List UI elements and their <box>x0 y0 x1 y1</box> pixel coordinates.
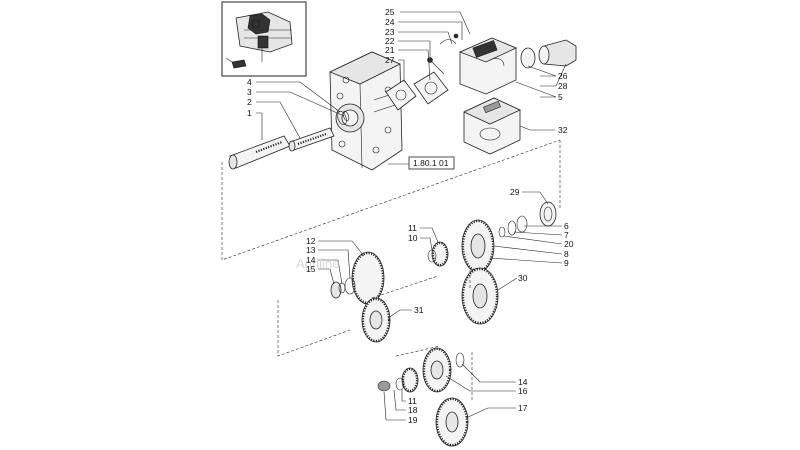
callout-28: 28 <box>558 81 568 91</box>
callout-27: 27 <box>385 55 395 65</box>
location-inset[interactable] <box>221 1 307 77</box>
callout-3: 3 <box>247 87 252 97</box>
callout-14-lower: 14 <box>518 377 528 387</box>
callout-15: 15 <box>306 264 316 274</box>
callout-21: 21 <box>385 45 395 55</box>
callout-11-lower: 11 <box>408 396 417 406</box>
callout-10: 10 <box>408 233 418 243</box>
callout-12: 12 <box>306 236 316 246</box>
control-head-assembly <box>439 33 517 95</box>
callout-14-upper: 14 <box>306 255 316 265</box>
callout-7: 7 <box>564 230 569 240</box>
watermark-text: Agriline <box>296 256 339 271</box>
side-cover <box>463 97 521 155</box>
callout-4: 4 <box>247 77 252 87</box>
input-shafts <box>228 127 335 170</box>
callout-2: 2 <box>247 97 252 107</box>
cross-reference-label: 1.80.1 01 <box>413 158 449 168</box>
callout-32: 32 <box>558 125 568 135</box>
gasket-plate <box>385 71 449 111</box>
callout-5: 5 <box>558 92 563 102</box>
callout-9: 9 <box>564 258 569 268</box>
callout-30: 30 <box>518 273 528 283</box>
callout-23: 23 <box>385 27 395 37</box>
callout-26: 26 <box>558 71 568 81</box>
gear-31 <box>361 297 391 343</box>
callout-labels: 25 24 23 22 21 27 26 28 5 4 3 2 1 32 29 … <box>247 7 574 425</box>
callout-11-upper: 11 <box>408 223 417 233</box>
callout-31: 31 <box>414 305 424 315</box>
bearing-sleeve <box>520 39 577 69</box>
callout-8: 8 <box>564 249 569 259</box>
mounting-bolt <box>427 57 445 75</box>
callout-13: 13 <box>306 245 316 255</box>
callout-25: 25 <box>385 7 395 17</box>
callout-6: 6 <box>564 221 569 231</box>
callout-22: 22 <box>385 36 395 46</box>
callout-18: 18 <box>408 405 418 415</box>
callout-24: 24 <box>385 17 395 27</box>
gear-cluster-left <box>330 251 385 305</box>
callout-1: 1 <box>247 108 252 118</box>
callout-20: 20 <box>564 239 574 249</box>
assembly-dashed-lines <box>221 139 561 400</box>
callout-19: 19 <box>408 415 418 425</box>
small-gear-pair <box>427 241 449 267</box>
callout-29: 29 <box>510 187 520 197</box>
lower-gear-train <box>377 347 469 447</box>
leader-lines <box>256 11 567 421</box>
cross-reference-box[interactable]: 1.80.1 01 <box>388 156 455 170</box>
gear-30 <box>461 267 499 325</box>
callout-16: 16 <box>518 386 528 396</box>
gearbox-housing <box>329 51 403 171</box>
callout-17: 17 <box>518 403 528 413</box>
